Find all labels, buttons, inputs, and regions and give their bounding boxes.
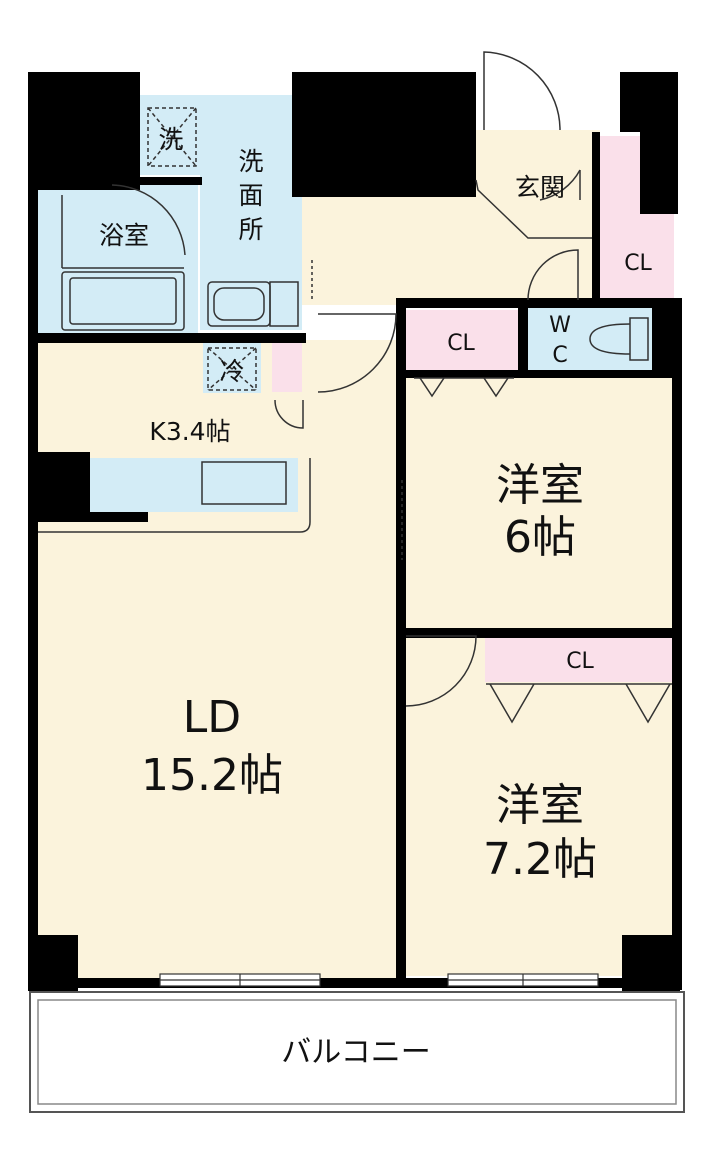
wall-top-mid: [292, 72, 476, 197]
walls: [28, 72, 682, 991]
balcony-floor: [29, 991, 685, 1113]
wall-wc-right: [652, 300, 682, 378]
kitchen-counter: [88, 458, 298, 512]
wall-bath-bottom: [38, 333, 306, 343]
ld-name: LD: [183, 692, 241, 743]
washroom-label-3: 所: [238, 215, 263, 244]
wall-kitchen-ext: [88, 512, 148, 522]
wall-right-col: [640, 132, 678, 214]
room2-size: 7.2帖: [483, 834, 597, 885]
fixtures: [38, 51, 672, 724]
washer-label: 洗: [158, 125, 183, 154]
closet-entrance-label: CL: [624, 251, 652, 276]
room1-name: 洋室: [496, 460, 584, 511]
room1-floor: [403, 378, 673, 630]
wc-label-c: C: [552, 343, 567, 368]
wall-left: [28, 180, 38, 990]
wall-room1-top: [396, 370, 682, 378]
wall-top-left: [28, 72, 140, 190]
entrance-label: 玄関: [515, 173, 565, 202]
wall-hall-bottom: [396, 298, 682, 308]
room-labels: 洗 洗 面 所 浴室 玄関 CL CL W C 冷 K3.4帖 洋室 6帖 CL…: [99, 125, 653, 1070]
door-room2: [405, 635, 477, 707]
closet-top-label: CL: [447, 331, 475, 356]
wall-entrance-cl: [592, 132, 600, 302]
floor-areas: [29, 95, 685, 1113]
room2-name: 洋室: [496, 780, 584, 831]
closet-top: [405, 310, 518, 370]
wall-ld-room: [396, 300, 406, 980]
fridge-space: [203, 343, 261, 393]
balcony-label: バルコニー: [281, 1035, 430, 1070]
ld-size: 15.2帖: [141, 750, 283, 801]
washroom-label-2: 面: [238, 181, 263, 210]
windows: [159, 973, 599, 987]
wall-cl-wc: [518, 300, 528, 378]
door-entrance: [483, 51, 561, 131]
closet-room2-label: CL: [566, 649, 594, 674]
wall-bath-washer: [38, 177, 202, 185]
wc-label-w: W: [549, 313, 571, 338]
door-pantry: [274, 399, 304, 429]
wall-top-right: [620, 72, 678, 132]
column-bl: [28, 935, 78, 991]
column-kitchen: [28, 452, 90, 522]
pantry-closet: [272, 340, 302, 392]
door-ld: [317, 313, 397, 393]
wall-rooms: [396, 628, 682, 638]
ld-floor: [38, 340, 400, 980]
fridge-label: 冷: [219, 357, 244, 386]
bath-floor: [38, 185, 198, 335]
wall-right: [672, 300, 682, 990]
bath-label: 浴室: [99, 221, 149, 250]
washroom-label-1: 洗: [238, 147, 263, 176]
balcony-rail: [37, 999, 677, 1105]
kitchen-label: K3.4帖: [149, 417, 230, 446]
column-br: [622, 935, 680, 991]
door-wc: [527, 249, 579, 301]
wall-bottom: [28, 978, 682, 988]
closet-room2: [485, 636, 673, 682]
room1-size: 6帖: [504, 512, 576, 563]
